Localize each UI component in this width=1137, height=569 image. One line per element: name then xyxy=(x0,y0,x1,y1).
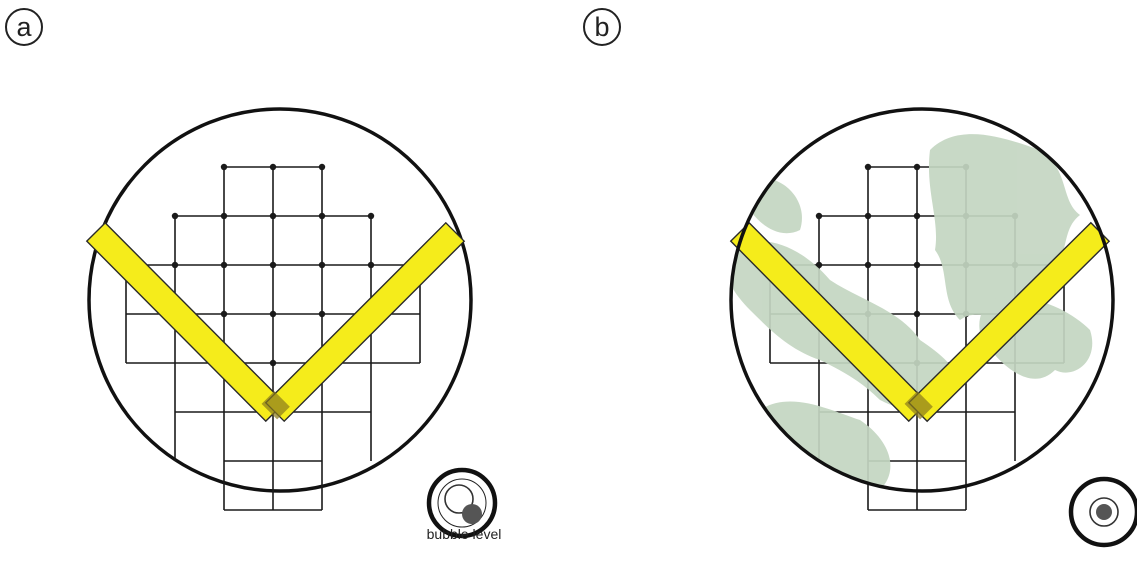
grid-node xyxy=(816,213,822,219)
grid-node xyxy=(368,213,374,219)
grid-node xyxy=(221,164,227,170)
grid-node xyxy=(221,311,227,317)
grid-node xyxy=(270,311,276,317)
grid-node xyxy=(221,262,227,268)
grid-node xyxy=(914,164,920,170)
panel-b xyxy=(726,109,1137,545)
panel-a xyxy=(87,109,495,536)
grid-node xyxy=(270,164,276,170)
grid-node xyxy=(270,262,276,268)
grid-node xyxy=(865,262,871,268)
grid-node xyxy=(914,262,920,268)
grid-node xyxy=(865,164,871,170)
grid-node xyxy=(368,262,374,268)
grid-node xyxy=(270,360,276,366)
grid-node xyxy=(270,213,276,219)
grid-node xyxy=(319,164,325,170)
bubble-level-icon xyxy=(1071,479,1137,545)
grid-node xyxy=(319,311,325,317)
grid-node xyxy=(319,213,325,219)
grid-node xyxy=(865,213,871,219)
bubble-level-caption: bubble level xyxy=(414,526,514,542)
grid-node xyxy=(914,311,920,317)
grid-node xyxy=(172,213,178,219)
grid-node xyxy=(221,213,227,219)
grid-node xyxy=(319,262,325,268)
grid-node xyxy=(172,262,178,268)
grid-node xyxy=(914,213,920,219)
